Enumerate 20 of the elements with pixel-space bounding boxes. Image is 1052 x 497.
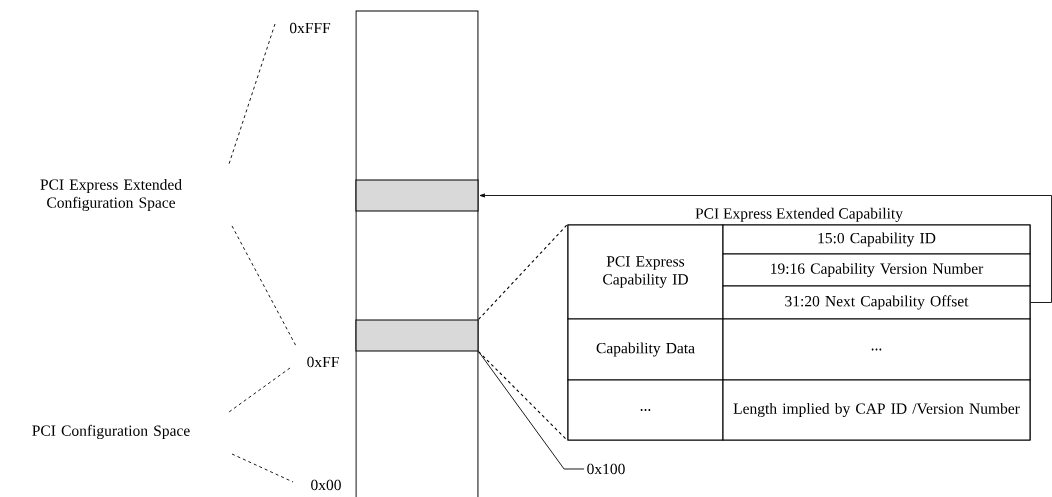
region-label: 0xFF <box>307 356 339 368</box>
region-label: PCI Configuration Space <box>32 424 190 440</box>
region-label: 0x00 <box>311 479 341 491</box>
table-cell: Capability Data <box>567 318 724 381</box>
table-cell: 19:16 Capability Version Number <box>722 253 1031 287</box>
table-cell: PCI Express Capability ID <box>567 224 724 320</box>
region-label: PCI Express Extended Configuration Space <box>40 178 182 212</box>
table-cell: 31:20 Next Capability Offset <box>722 285 1031 320</box>
table-cell: ... <box>722 318 1031 381</box>
node-label: PCI Express Extended Capability <box>695 207 903 222</box>
table-cell: 15:0 Capability ID <box>722 224 1031 255</box>
leader-line <box>478 351 585 470</box>
table-cell: Length implied by CAP ID /Version Number <box>722 379 1031 441</box>
zoom-line <box>478 223 568 320</box>
address-label: 0x100 <box>587 463 625 475</box>
table-cell: ... <box>567 379 724 441</box>
shaded-band <box>355 319 479 352</box>
region-label: 0xFFF <box>289 22 331 34</box>
shaded-band <box>355 179 479 212</box>
arrow <box>479 193 1052 303</box>
